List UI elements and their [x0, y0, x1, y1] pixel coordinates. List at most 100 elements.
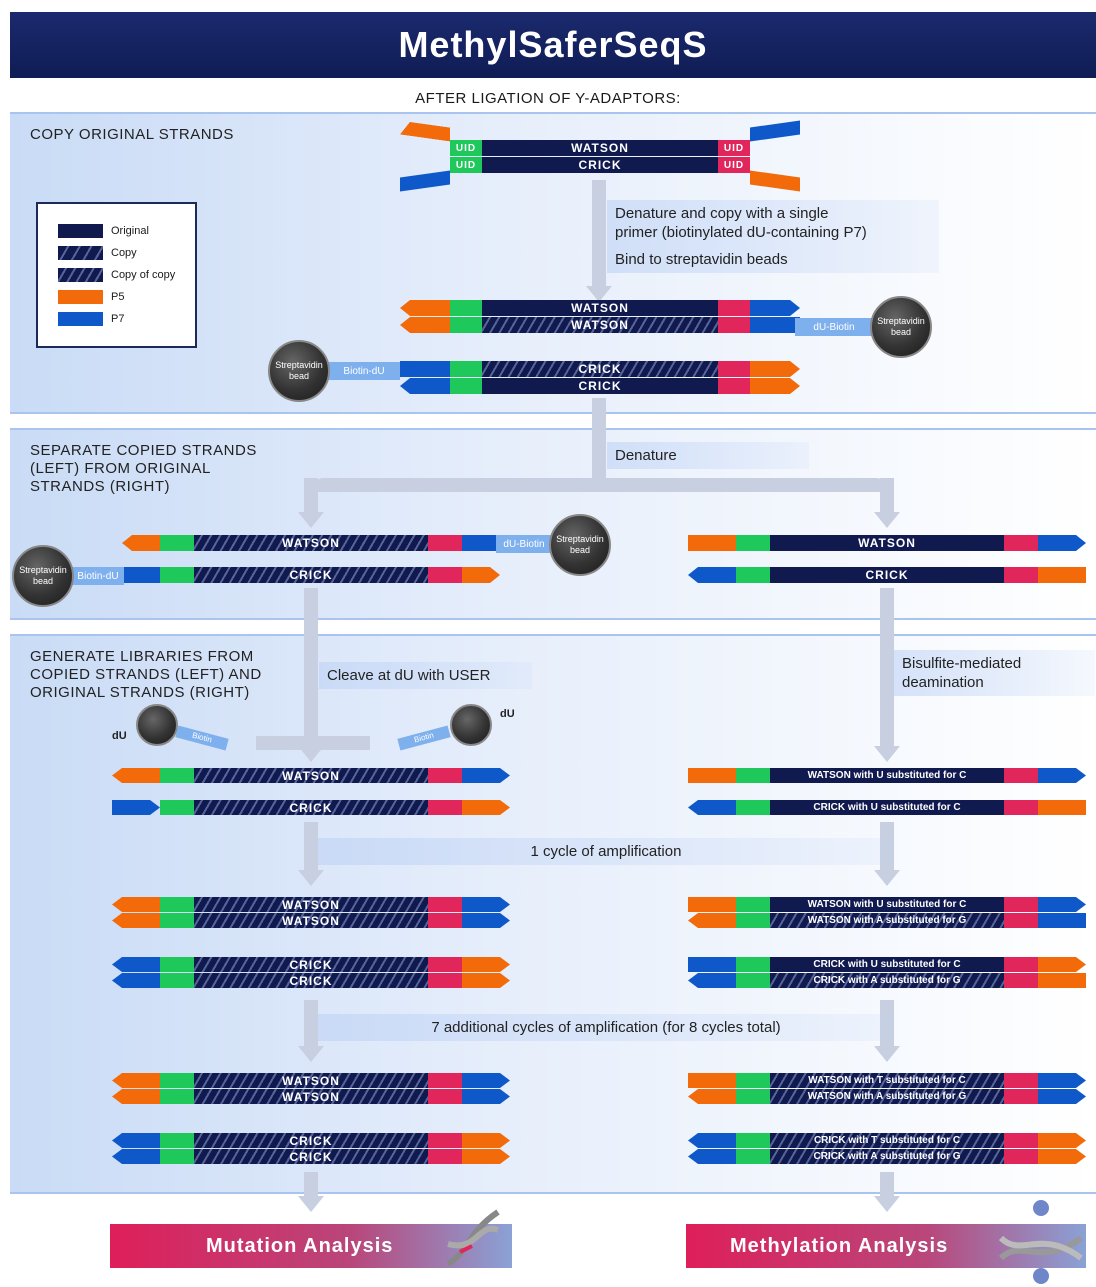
left-crick-duplex-8: CRICK CRICK	[112, 1133, 510, 1165]
copied-crick-strand: CRICK	[122, 567, 500, 583]
du-biotin-tag: dU-Biotin	[496, 535, 552, 553]
strand-label: CRICK with A substituted for G	[770, 1149, 1004, 1164]
page-title: MethylSaferSeqS	[398, 24, 708, 65]
uid-tag: UID	[718, 157, 750, 173]
left-crick-duplex-1: CRICK CRICK	[112, 957, 510, 989]
flow-line	[304, 588, 318, 748]
mutation-analysis-banner: Mutation Analysis	[110, 1209, 512, 1268]
watson-strand: WATSON	[482, 140, 718, 156]
flow-arrow	[298, 1196, 324, 1212]
methylation-analysis-banner: Methylation Analysis	[686, 1200, 1086, 1284]
flow-arrow	[586, 286, 612, 302]
original-crick-strand: CRICK	[688, 567, 1086, 583]
strand-row: CRICK	[400, 378, 800, 394]
strand-label: WATSON with A substituted for G	[770, 913, 1004, 928]
flow-line	[304, 1172, 318, 1196]
step-one-cycle: 1 cycle of amplification	[318, 838, 894, 865]
dna-helix-icon	[446, 1209, 500, 1267]
strand-label: CRICK	[770, 567, 1004, 583]
strand-label: CRICK with A substituted for G	[770, 973, 1004, 988]
strand-label: CRICK with U substituted for C	[770, 957, 1004, 972]
strand-label: CRICK with T substituted for C	[770, 1133, 1004, 1148]
flow-line	[592, 180, 606, 290]
legend-item: Copy	[58, 246, 137, 260]
du-biotin-tag: dU-Biotin	[795, 318, 873, 336]
methylated-dna-icon	[998, 1200, 1083, 1284]
library-left-crick: CRICK	[112, 800, 510, 815]
right-watson-duplex-8: WATSON with T substituted for C WATSON w…	[688, 1073, 1086, 1105]
flow-line	[880, 478, 894, 514]
section-title-generate: GENERATE LIBRARIES FROM COPIED STRANDS (…	[30, 648, 262, 701]
legend-item: P5	[58, 290, 124, 304]
p7-arm	[400, 170, 450, 192]
uid-tag: UID	[450, 157, 482, 173]
methylation-analysis-label: Methylation Analysis	[730, 1234, 949, 1257]
p7-arm	[750, 120, 800, 142]
strand-label: CRICK	[194, 1133, 428, 1148]
after-ligation-label: AFTER LIGATION OF Y-ADAPTORS:	[415, 90, 681, 107]
flow-arrow	[298, 870, 324, 886]
left-watson-duplex-1: WATSON WATSON	[112, 897, 510, 929]
strand-label: WATSON with A substituted for G	[770, 1089, 1004, 1104]
step-bind: Bind to streptavidin beads	[607, 246, 939, 273]
biotin-du-tag: Biotin-dU	[72, 567, 124, 585]
strand-row: WATSON	[400, 300, 800, 316]
strand-label: WATSON	[194, 897, 428, 912]
strand-label: CRICK	[194, 1149, 428, 1164]
flow-arrow	[874, 746, 900, 762]
section-title-copy: COPY ORIGINAL STRANDS	[30, 126, 234, 143]
flow-split-line	[256, 736, 370, 750]
uid-tag: UID	[718, 140, 750, 156]
legend-item: P7	[58, 312, 124, 326]
step-denature: Denature	[607, 442, 809, 469]
section-separate: SEPARATE COPIED STRANDS (LEFT) FROM ORIG…	[10, 428, 1096, 620]
released-bead	[136, 704, 178, 746]
flow-split-line	[310, 478, 890, 492]
strand-label: WATSON	[194, 535, 428, 551]
left-watson-duplex-8: WATSON WATSON	[112, 1073, 510, 1105]
step-seven-cycles: 7 additional cycles of amplification (fo…	[318, 1014, 894, 1041]
flow-line	[880, 1172, 894, 1196]
library-right-watson: WATSON with U substituted for C	[688, 768, 1086, 783]
strand-row: WATSON	[400, 317, 800, 333]
strand-row: CRICK	[400, 361, 800, 377]
flow-line	[304, 822, 318, 872]
flow-arrow	[874, 1196, 900, 1212]
legend: Original Copy Copy of copy P5 P7	[36, 202, 197, 348]
p5-arm	[400, 120, 450, 141]
flow-arrow	[298, 746, 324, 762]
released-bead	[450, 704, 492, 746]
step-denature-copy: Denature and copy with a single primer (…	[607, 200, 939, 246]
legend-item: Original	[58, 224, 149, 238]
strand-label: CRICK	[482, 378, 718, 394]
strand-label: WATSON	[770, 535, 1004, 551]
strand-label: WATSON with U substituted for C	[770, 768, 1004, 783]
right-crick-duplex-8: CRICK with T substituted for C CRICK wit…	[688, 1133, 1086, 1165]
strand-label: WATSON	[194, 913, 428, 928]
uid-tag: UID	[450, 140, 482, 156]
legend-item: Copy of copy	[58, 268, 175, 282]
y-adaptor-duplex: UID UID WATSON CRICK UID UID	[400, 120, 800, 192]
step-cleave: Cleave at dU with USER	[319, 662, 532, 689]
streptavidin-bead: Streptavidin bead	[549, 514, 611, 576]
crick-strand: CRICK	[482, 157, 718, 173]
section-title-separate: SEPARATE COPIED STRANDS (LEFT) FROM ORIG…	[30, 442, 257, 495]
header-banner: MethylSaferSeqS	[10, 12, 1096, 78]
strand-label: WATSON	[482, 317, 718, 333]
streptavidin-bead: Streptavidin bead	[268, 340, 330, 402]
biotin-du-tag: Biotin-dU	[328, 362, 400, 380]
strand-label: WATSON with U substituted for C	[770, 897, 1004, 912]
flow-arrow	[874, 512, 900, 528]
strand-label: WATSON	[194, 1089, 428, 1104]
strand-label: CRICK with U substituted for C	[770, 800, 1004, 815]
right-crick-duplex-1: CRICK with U substituted for C CRICK wit…	[688, 957, 1086, 989]
streptavidin-bead: Streptavidin bead	[870, 296, 932, 358]
flow-line	[880, 588, 894, 748]
strand-label: WATSON	[194, 768, 428, 783]
strand-label: CRICK	[194, 800, 428, 815]
right-watson-duplex-1: WATSON with U substituted for C WATSON w…	[688, 897, 1086, 929]
crick-copy-duplex: CRICK CRICK	[400, 361, 800, 395]
flow-line	[592, 398, 606, 482]
original-watson-strand: WATSON	[688, 535, 1086, 551]
flow-arrow	[874, 870, 900, 886]
